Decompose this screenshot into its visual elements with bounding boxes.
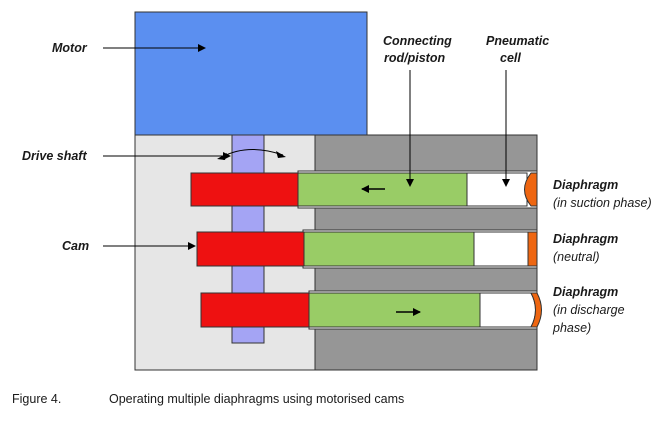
- motor-label: Motor: [52, 41, 88, 55]
- connecting-rod-label-line1: Connecting: [383, 34, 452, 48]
- pneumatic-cell: [466, 172, 528, 207]
- pneumatic-cell: [473, 231, 529, 267]
- motor-box: [134, 11, 368, 136]
- diaphragm-row-neutral: [196, 229, 538, 269]
- diaphragm-discharge-subtitle-line2: phase): [552, 321, 591, 335]
- cam-label: Cam: [62, 239, 89, 253]
- diaphragm-row-suction: [190, 170, 538, 209]
- connecting-rod-piston: [303, 231, 475, 267]
- pneumatic-cell-label-line1: Pneumatic: [486, 34, 549, 48]
- diaphragm-neutral-subtitle: (neutral): [553, 250, 600, 264]
- diaphragm-discharge-title: Diaphragm: [553, 285, 618, 299]
- cam: [196, 231, 305, 267]
- connecting-rod-label-line2: rod/piston: [384, 51, 445, 65]
- diaphragm: [527, 231, 538, 267]
- pneumatic-cell: [479, 292, 536, 328]
- diaphragm: [530, 292, 542, 328]
- cam: [200, 292, 310, 328]
- diaphragm-neutral-title: Diaphragm: [553, 232, 618, 246]
- diaphragm-suction-title: Diaphragm: [553, 178, 618, 192]
- cam: [190, 172, 299, 207]
- figure-caption: Operating multiple diaphragms using moto…: [109, 392, 404, 406]
- connecting-rod-piston: [308, 292, 481, 328]
- diaphragm-discharge-subtitle-line1: (in discharge: [553, 303, 625, 317]
- diaphragm-row-discharge: [200, 290, 542, 330]
- pneumatic-cell-label-line2: cell: [500, 51, 521, 65]
- rotation-arrowhead-right: [276, 151, 286, 158]
- figure-number: Figure 4.: [12, 392, 61, 406]
- diaphragm-suction-subtitle: (in suction phase): [553, 196, 652, 210]
- drive-shaft-label: Drive shaft: [22, 149, 87, 163]
- diaphragm: [524, 172, 538, 207]
